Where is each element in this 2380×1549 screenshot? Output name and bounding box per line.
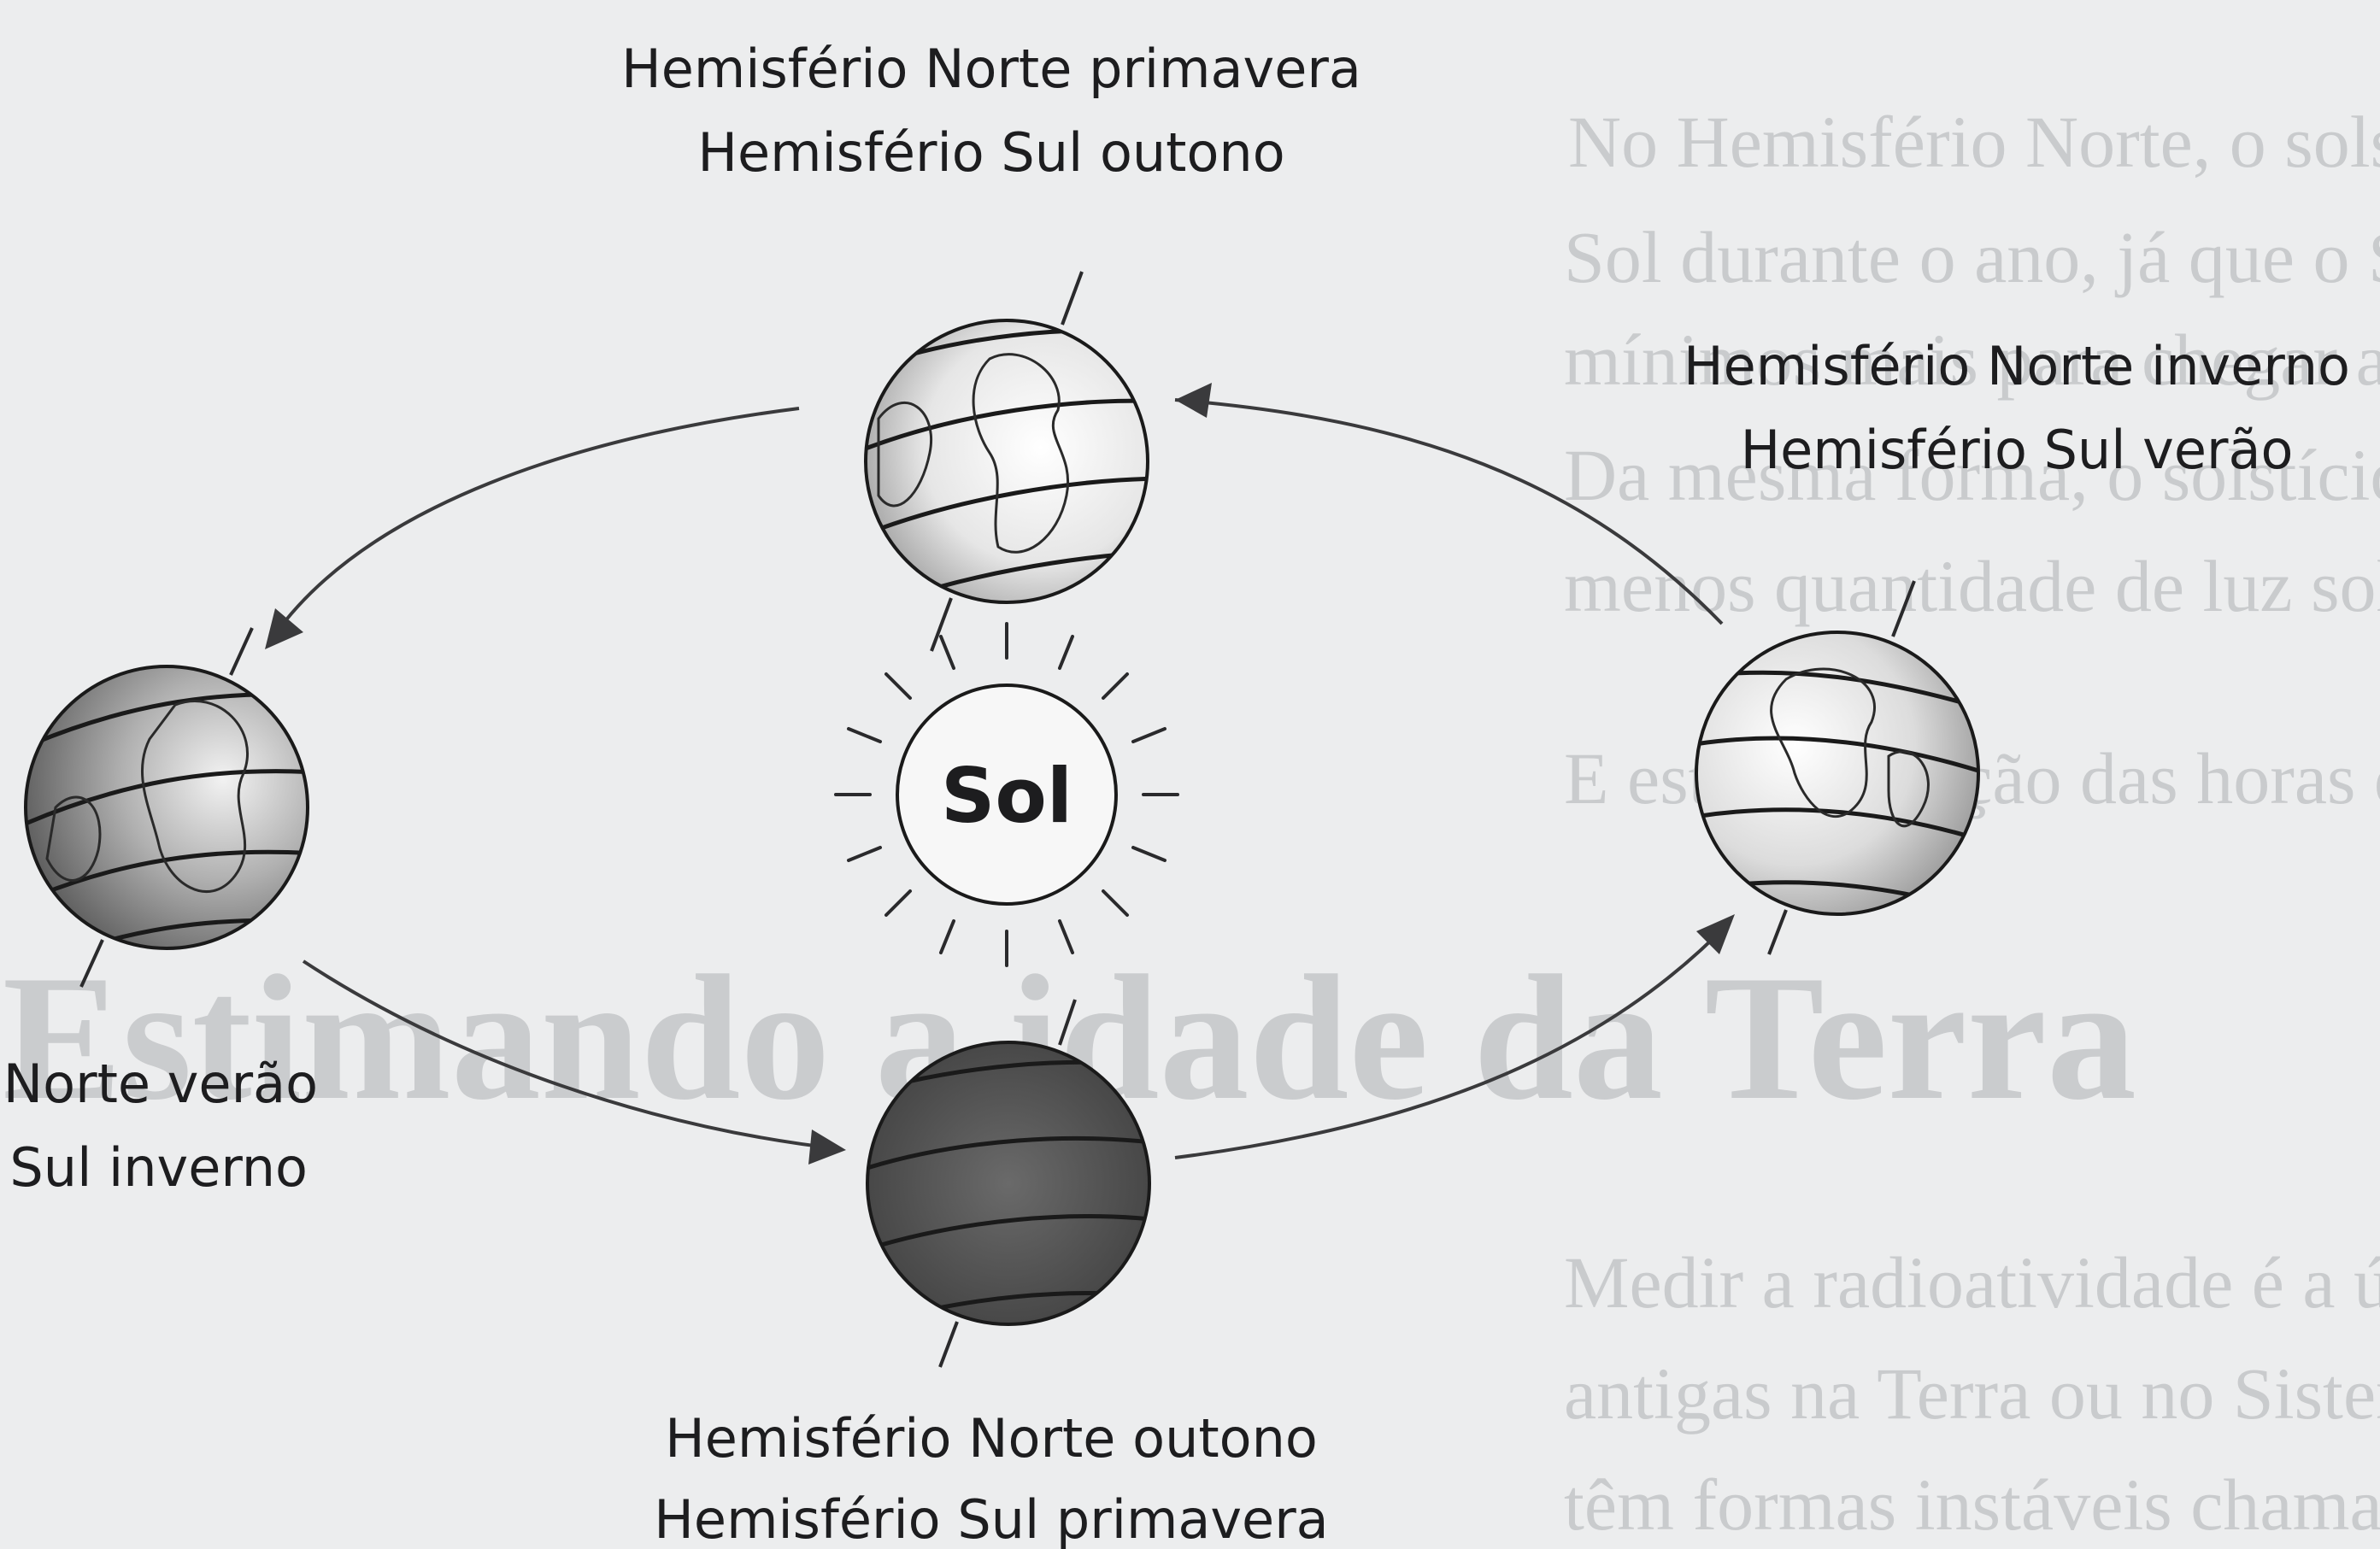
arrow-icon	[808, 1129, 846, 1165]
arrow-icon	[1696, 914, 1735, 954]
label-top-line-2: Hemisfério Sul outono	[697, 121, 1284, 184]
orbit-arc-right-to-top	[1174, 398, 1724, 625]
sun-rays	[834, 622, 1179, 967]
bg-line-2: Sol durante o ano, já que o Sol atinge s…	[1564, 216, 2380, 298]
orbit-path	[265, 383, 1735, 1165]
orbit-arc-top-to-left	[272, 407, 800, 638]
bg-line-1: No Hemisfério Norte, o solstício de verã…	[1568, 101, 2380, 183]
sun-icon: Sol	[834, 622, 1179, 967]
label-bottom-line-1: Hemisfério Norte outono	[665, 1407, 1318, 1470]
bg-line-3: mínimos mais para chegar a sua altura e …	[1564, 319, 2380, 401]
label-top-line-1: Hemisfério Norte primavera	[621, 38, 1361, 100]
arrow-icon	[265, 608, 303, 649]
label-left: Norte verão Sul inverno	[3, 1053, 318, 1199]
earth-globe-icon	[24, 627, 309, 988]
bg-line-4: Da mesma forma, o solstício de inverno n…	[1564, 434, 2380, 516]
background-text: No Hemisfério Norte, o solstício de verã…	[3, 101, 2380, 1546]
bg-line-7: Medir a radioatividade é a única maneira…	[1564, 1241, 2380, 1323]
earth-globe-icon	[864, 271, 1149, 652]
label-right: Hemisfério Norte inverno Hemisfério Sul …	[1684, 335, 2350, 481]
orbit-arc-left-to-bottom	[302, 959, 843, 1151]
label-left-line-2: Sul inverno	[9, 1136, 308, 1199]
label-bottom-line-2: Hemisfério Sul primavera	[654, 1488, 1328, 1549]
label-right-line-1: Hemisfério Norte inverno	[1684, 335, 2350, 397]
label-top: Hemisfério Norte primavera Hemisfério Su…	[621, 38, 1361, 184]
earth-globe-icon	[1695, 580, 1980, 955]
label-right-line-2: Hemisfério Sul verão	[1741, 419, 2294, 481]
bg-line-9: têm formas instáveis chamadas isótopos r…	[1564, 1464, 2380, 1546]
label-left-line-1: Norte verão	[3, 1053, 318, 1115]
arrow-icon	[1175, 383, 1212, 418]
orbit-arc-bottom-to-right	[1174, 919, 1732, 1159]
sun-label: Sol	[941, 752, 1072, 840]
bg-line-8: antigas na Terra ou no Sistema Solar. Al…	[1564, 1352, 2380, 1435]
label-bottom: Hemisfério Norte outono Hemisfério Sul p…	[654, 1407, 1328, 1549]
bg-line-5: menos quantidade de luz solar durante o …	[1564, 545, 2380, 627]
sun-disc	[896, 684, 1118, 906]
